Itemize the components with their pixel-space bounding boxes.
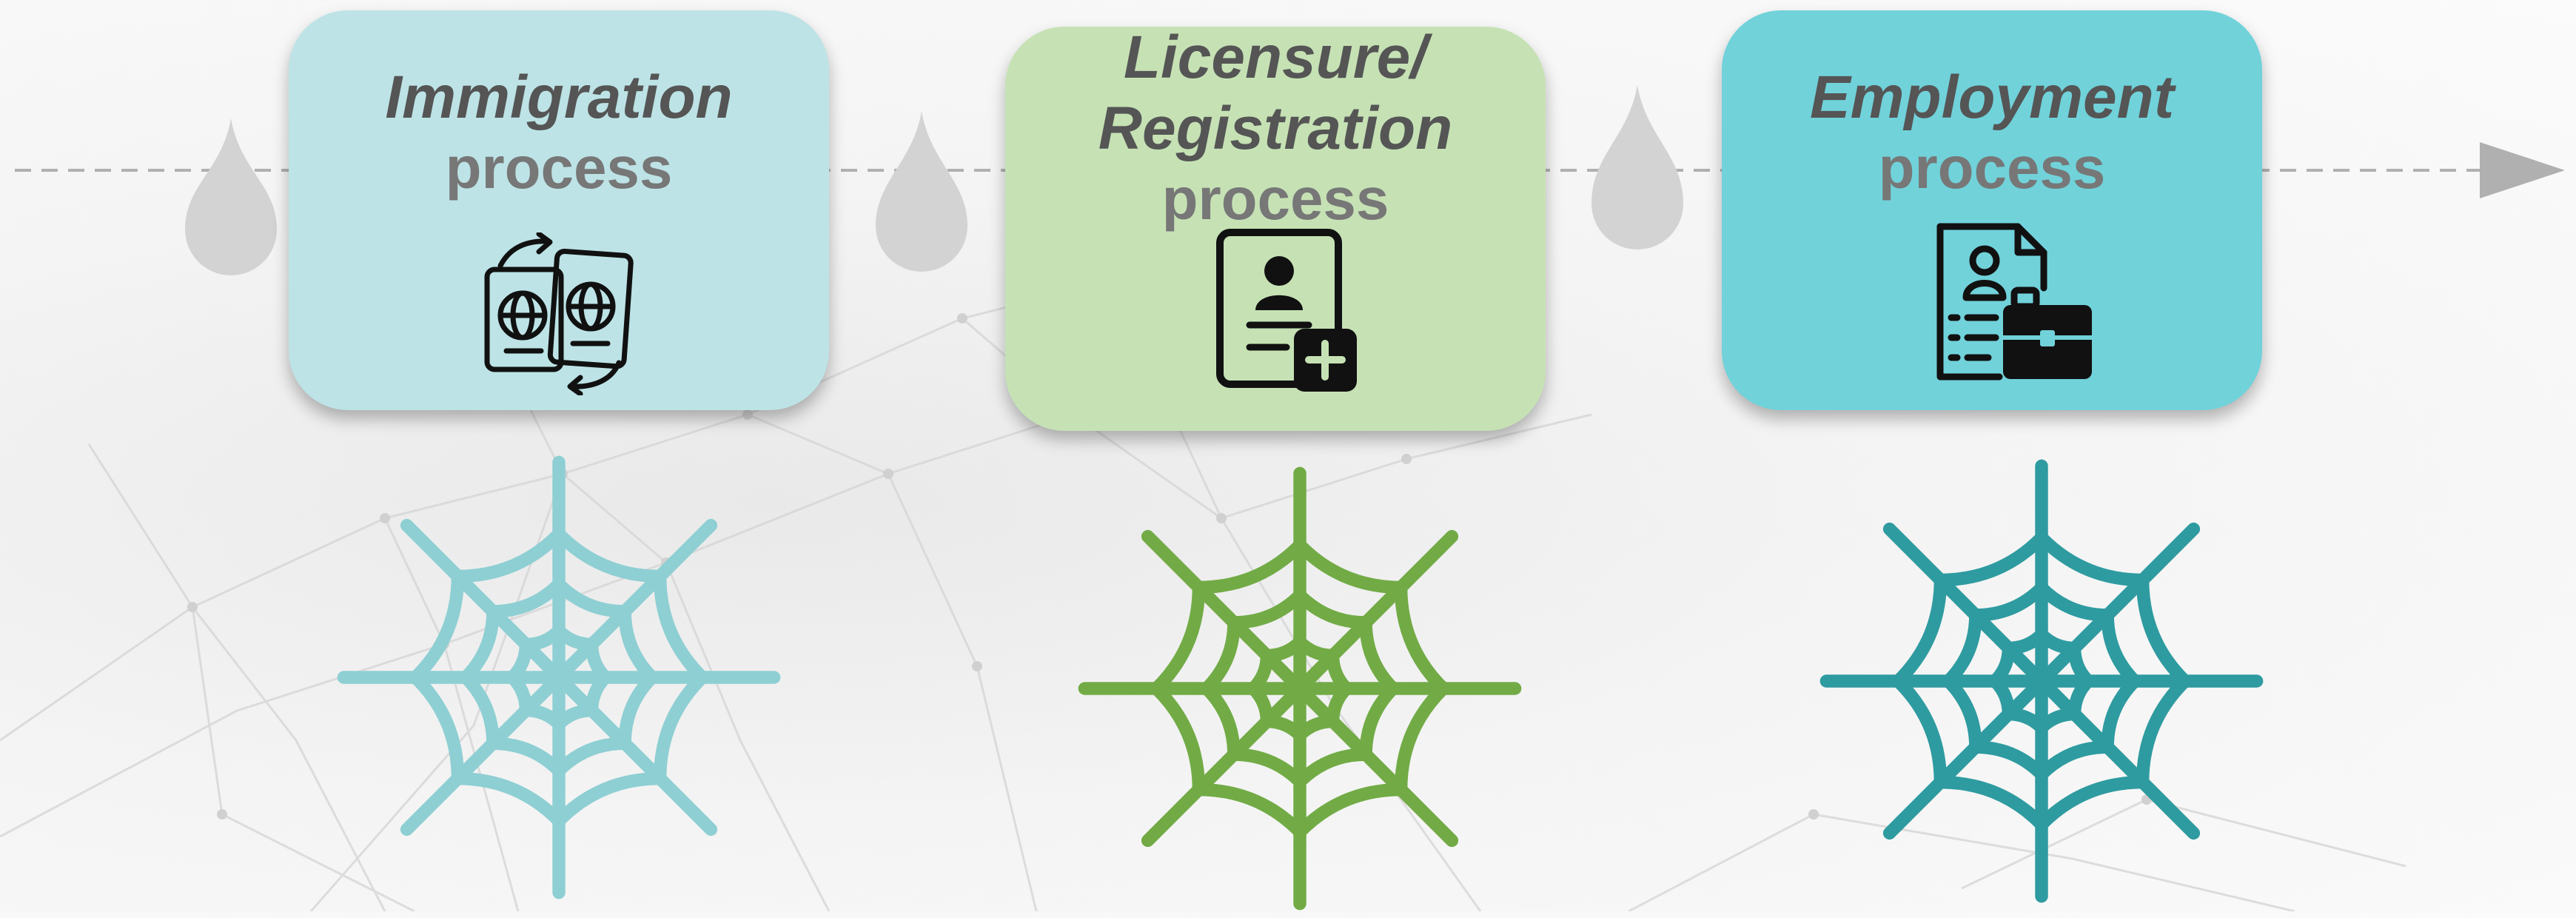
spider-web-icon-immigration bbox=[337, 455, 781, 899]
resume-briefcase-icon bbox=[1936, 223, 2092, 381]
timeline-drop-3 bbox=[1591, 85, 1683, 249]
card-title-line1: Licensure/ bbox=[1123, 24, 1428, 91]
licensure-registration-process-card: Licensure/ Registration process bbox=[1005, 24, 1546, 431]
spider-web-icon-licensure bbox=[1078, 466, 1522, 911]
card-title-line2: Registration bbox=[1098, 95, 1453, 162]
timeline-drop-1 bbox=[185, 118, 277, 275]
card-title: Immigration bbox=[385, 64, 733, 131]
credential-document-add-icon bbox=[1216, 229, 1357, 392]
timeline-drop-2 bbox=[876, 111, 967, 272]
employment-process-card: Employment process bbox=[1722, 10, 2262, 410]
immigration-process-card: Immigration process bbox=[289, 10, 829, 410]
passport-exchange-icon bbox=[484, 232, 634, 395]
timeline-arrowhead bbox=[2480, 142, 2565, 198]
card-title: Employment bbox=[1809, 64, 2175, 131]
card-subtitle: process bbox=[445, 135, 673, 201]
card-subtitle: process bbox=[1878, 135, 2106, 201]
card-subtitle: process bbox=[1161, 166, 1389, 232]
spider-web-icon-employment bbox=[1819, 459, 2264, 903]
